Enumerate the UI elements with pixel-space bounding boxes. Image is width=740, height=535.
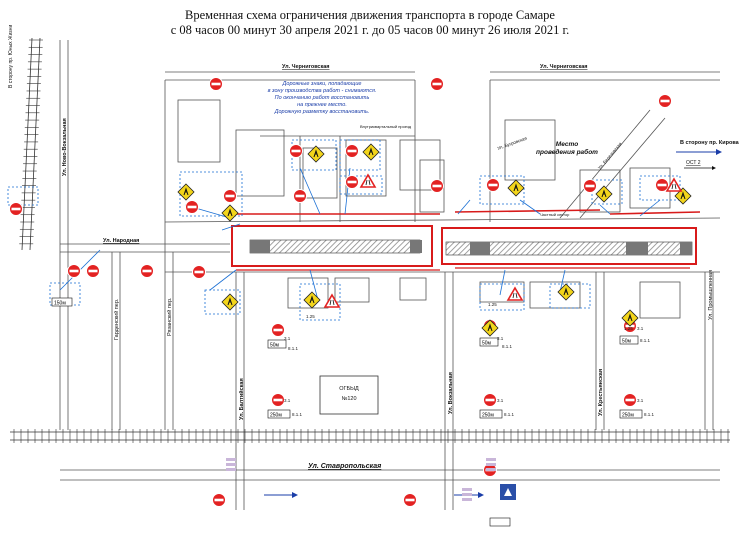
- note-line-4: на прежнее место.: [297, 102, 347, 108]
- street-baltiyskaya: Ул. Балтийская: [238, 378, 245, 420]
- street-krestyanskaya: Ул. Крестьянская: [598, 369, 604, 416]
- distance-plates: 50м 250м 50м 250м 50м 250м 150м: [51, 297, 643, 527]
- direction-zhizni: В сторону пр. Юных Жизни: [8, 25, 14, 88]
- street-chernigovskaya-left: Ул. Черниговская: [282, 64, 330, 70]
- note-line-2: в зону производства работ - снимаются.: [268, 88, 377, 94]
- other-labels: Место проведения работ ОГБЫД №120 Внутри…: [339, 124, 701, 402]
- work-place-line-2: проведения работ: [536, 148, 598, 156]
- road-network: [59, 40, 721, 510]
- plate-150-left: 150м: [54, 301, 66, 307]
- sign-code-labels: 3.1 8.1.1 3.1 8.1.1 3.1 8.1.1 3.1 8.1.1 …: [284, 302, 655, 417]
- plate-250-baltiyskaya: 250м: [270, 413, 282, 419]
- direction-arrows: [264, 149, 722, 498]
- work-place-line-1: Место: [556, 141, 578, 148]
- note-line-3: По окончанию работ восстановить: [275, 95, 370, 101]
- street-bugrovskiy: Ул. Бугровская: [497, 135, 528, 151]
- school-line-2: №120: [341, 396, 356, 402]
- street-berezovskaya: Ул. Березовская: [597, 141, 623, 171]
- code-8-1-1-c: 8.1.1: [502, 344, 513, 349]
- ost-label: ОСТ 2: [686, 160, 701, 166]
- intra-block-passage: Внутриквартальный проезд: [360, 124, 412, 129]
- street-ryazanskiy: Рязанский пер.: [166, 297, 173, 336]
- code-8-1-1-a: 8.1.1: [288, 346, 299, 351]
- sign-groups: [7, 139, 681, 321]
- code-1-25-b: 1.25: [488, 302, 497, 307]
- notes-block: Дорожные знаки, попадающие в зону произв…: [268, 81, 377, 115]
- street-chernigovskaya-right: Ул. Черниговская: [540, 64, 588, 70]
- plate-250-vokzalnaya: 250м: [482, 413, 494, 419]
- code-8-1-1-f: 8.1.1: [644, 412, 655, 417]
- street-vokzalnaya: Ул. Вокзальная: [448, 372, 454, 414]
- work-zone: [230, 209, 701, 271]
- code-3-1-c: 3.1: [497, 336, 504, 341]
- code-3-1-e: 3.1: [637, 326, 644, 331]
- code-1-25-a: 1.25: [306, 314, 315, 319]
- direction-kirova: В сторону пр. Кирова: [680, 140, 740, 146]
- street-stavropolskaya: Ул. Ставропольская: [308, 463, 381, 470]
- pedestrian-crossings: [226, 458, 496, 501]
- scheme-title: Временная схема ограничения движения тра…: [0, 8, 740, 38]
- sign-pointers: [59, 167, 661, 301]
- private-sector-label: Частный сектор: [540, 212, 570, 217]
- code-3-1-f: 3.1: [637, 398, 644, 403]
- buildings: [177, 99, 681, 415]
- street-narodnaya: Ул. Народная: [103, 238, 139, 244]
- plate-50-vokzalnaya: 50м: [482, 341, 492, 347]
- plate-50-krestyanskaya: 50м: [622, 339, 632, 345]
- railway-vertical: [19, 37, 43, 251]
- street-novo-vokzalnaya: Ул. Ново-Вокзальная: [62, 118, 68, 176]
- street-promyshlennaya: Ул. Промышленная: [708, 270, 714, 320]
- code-8-1-1-e: 8.1.1: [640, 338, 651, 343]
- title-line-1: Временная схема ограничения движения тра…: [185, 8, 555, 22]
- title-line-2: с 08 часов 00 минут 30 апреля 2021 г. до…: [170, 23, 570, 37]
- note-line-1: Дорожные знаки, попадающие: [282, 81, 362, 87]
- note-line-5: Дорожную разметку восстановить.: [274, 109, 370, 115]
- plate-50-baltiyskaya: 50м: [270, 343, 280, 349]
- street-gardenskiy: Гарденский пер.: [113, 298, 120, 340]
- code-8-1-1-d: 8.1.1: [504, 412, 515, 417]
- railway-horizontal: [10, 429, 730, 443]
- code-8-1-1-b: 8.1.1: [292, 412, 303, 417]
- plate-250-krestyanskaya: 250м: [622, 413, 634, 419]
- code-1-25-c: 1.25: [624, 326, 633, 331]
- code-3-1-d: 3.1: [497, 398, 504, 403]
- code-3-1-b: 3.1: [284, 398, 291, 403]
- school-line-1: ОГБЫД: [339, 386, 359, 392]
- code-3-1-a: 3.1: [284, 336, 291, 341]
- one-way-sign: [500, 484, 516, 500]
